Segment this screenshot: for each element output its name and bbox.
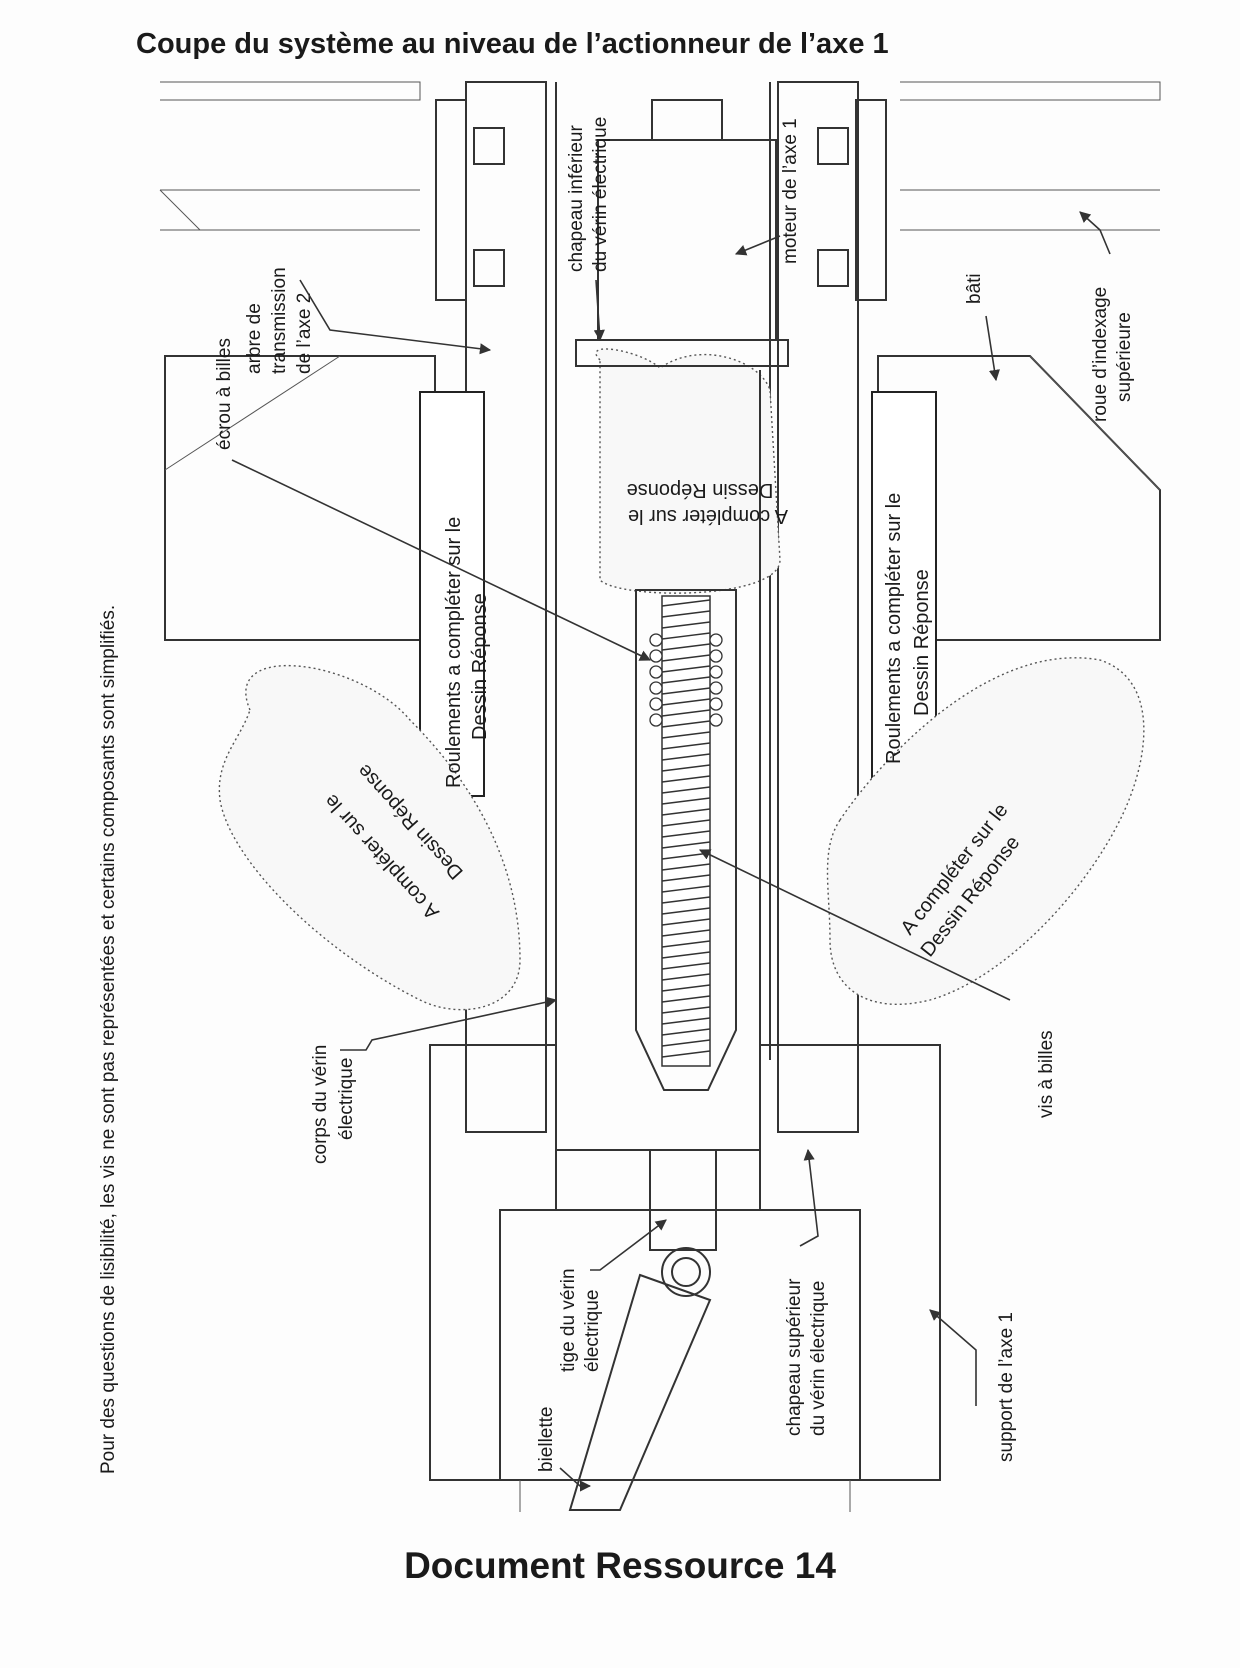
screw-thread <box>661 643 711 651</box>
screw-thread <box>661 918 711 926</box>
screw-thread <box>661 1006 711 1014</box>
lower-support <box>429 1044 941 1481</box>
screw-thread <box>661 896 711 904</box>
screw-thread <box>661 632 711 640</box>
screw-thread <box>661 1039 711 1047</box>
screw-thread <box>661 709 711 717</box>
label-tige-1: tige du vérin <box>558 1268 579 1372</box>
screw-thread <box>661 962 711 970</box>
screw-thread <box>661 973 711 981</box>
placeholder-right-line1: Roulements a compléter sur le <box>883 493 905 764</box>
label-arbre-2: transmission <box>269 267 290 374</box>
screw-thread <box>661 698 711 706</box>
screw-ball <box>709 681 723 695</box>
screw-thread <box>661 1028 711 1036</box>
label-chapeau-sup-2: du vérin électrique <box>808 1281 829 1436</box>
blob-right <box>826 657 1145 1005</box>
screw-ball <box>649 665 663 679</box>
upper-frame <box>159 81 1161 301</box>
screw-thread <box>661 830 711 838</box>
screw-thread <box>661 885 711 893</box>
screw-thread <box>661 929 711 937</box>
screw-thread <box>661 841 711 849</box>
screw-thread <box>661 610 711 618</box>
screw-thread <box>661 599 711 607</box>
label-arbre-3: de l’axe 2 <box>294 293 315 374</box>
screw-thread <box>661 731 711 739</box>
ball-screw <box>649 595 723 1067</box>
label-support: support de l’axe 1 <box>996 1312 1017 1462</box>
label-chapeau-inf-1: chapeau inférieur <box>566 125 587 272</box>
document-footer: Document Ressource 14 <box>404 1545 836 1586</box>
screw-ball <box>709 649 723 663</box>
screw-ball <box>709 665 723 679</box>
screw-ball <box>709 697 723 711</box>
placeholder-left-line2: Dessin Réponse <box>469 593 491 740</box>
screw-thread <box>661 863 711 871</box>
screw-thread <box>661 621 711 629</box>
screw-ball <box>649 633 663 647</box>
placeholder-left-line1: Roulements a compléter sur le <box>443 517 465 788</box>
screw-thread <box>661 742 711 750</box>
label-ecrou: écrou à billes <box>214 338 235 450</box>
document-title: Coupe du système au niveau de l’actionne… <box>136 28 889 60</box>
complete-upper-line1: A compléter sur le <box>628 505 788 527</box>
blob-left <box>218 664 521 1011</box>
screw-thread <box>661 775 711 783</box>
screw-thread <box>661 720 711 728</box>
label-tige-2: électrique <box>582 1290 603 1372</box>
screw-thread <box>661 1017 711 1025</box>
screw-ball <box>709 713 723 727</box>
placeholder-right-line2: Dessin Réponse <box>911 569 933 716</box>
rod-and-link <box>568 1149 717 1511</box>
blob-upper-center <box>595 348 781 594</box>
label-arbre-1: arbre de <box>244 303 265 374</box>
label-moteur: moteur de l’axe 1 <box>780 118 801 264</box>
screw-thread <box>661 940 711 948</box>
screw-thread <box>661 753 711 761</box>
label-roue-1: roue d’indexage <box>1090 287 1111 422</box>
label-corps-2: électrique <box>336 1058 357 1140</box>
label-chapeau-inf-2: du vérin électrique <box>590 117 611 272</box>
screw-thread <box>661 874 711 882</box>
label-chapeau-sup-1: chapeau supérieur <box>784 1278 805 1436</box>
screw-ball <box>649 649 663 663</box>
screw-thread <box>661 951 711 959</box>
screw-thread <box>661 1050 711 1058</box>
screw-thread <box>661 676 711 684</box>
label-vis: vis à billes <box>1036 1030 1057 1118</box>
screw-thread <box>661 764 711 772</box>
screw-thread <box>661 797 711 805</box>
screw-thread <box>661 808 711 816</box>
bearing-placeholder-left <box>419 391 485 797</box>
screw-ball <box>709 633 723 647</box>
motor <box>575 99 789 367</box>
screw-thread <box>661 819 711 827</box>
screw-thread <box>661 665 711 673</box>
label-corps-1: corps du vérin <box>310 1045 331 1164</box>
screw-ball <box>649 697 663 711</box>
screw-thread <box>661 907 711 915</box>
label-roue-2: supérieure <box>1114 312 1135 402</box>
screw-ball <box>649 681 663 695</box>
label-bati: bâti <box>964 273 985 304</box>
label-biellette: biellette <box>536 1407 557 1473</box>
screw-thread <box>661 984 711 992</box>
side-note: Pour des questions de lisibilité, les vi… <box>98 605 119 1474</box>
screw-thread <box>661 786 711 794</box>
leader-lines <box>231 211 1111 1492</box>
complete-upper-line2: Dessin Réponse <box>627 479 774 501</box>
screw-ball <box>649 713 663 727</box>
screw-thread <box>661 654 711 662</box>
screw-thread <box>661 995 711 1003</box>
screw-thread <box>661 687 711 695</box>
